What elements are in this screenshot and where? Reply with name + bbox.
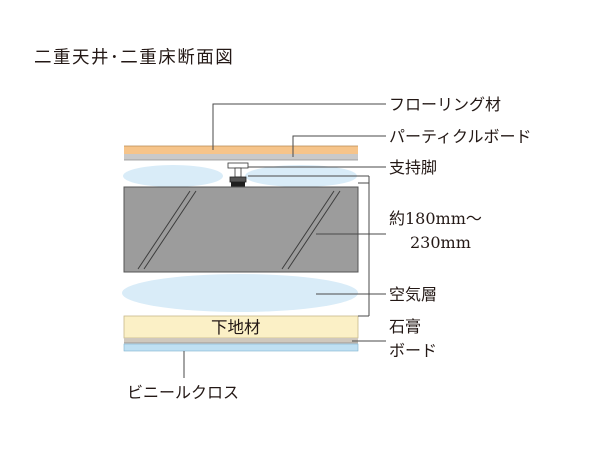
lower-air-ellipse <box>122 274 358 312</box>
page-title: 二重天井･二重床断面図 <box>34 48 235 68</box>
flooring-layer <box>124 146 358 154</box>
particle-board-layer <box>124 154 358 160</box>
vinyl-cloth-layer <box>123 343 359 352</box>
gypsum-label-line2: ボード <box>389 341 437 360</box>
leader-flooring <box>212 103 386 150</box>
support-leg <box>227 162 249 187</box>
flooring-label: フローリング材 <box>389 95 501 114</box>
support-leg-label: 支持脚 <box>389 158 437 177</box>
gypsum-label-line1: 石膏 <box>389 317 421 336</box>
vinyl-cloth-label: ビニールクロス <box>127 383 239 402</box>
thickness-label-line2: 230mm <box>410 233 471 252</box>
particle-board-label: パーティクルボード <box>389 127 532 146</box>
concrete-slab <box>123 186 359 273</box>
leader-particle-board <box>292 135 386 157</box>
gypsum-board-layer <box>124 338 358 343</box>
thickness-label-line1: 約180mm～ <box>389 209 482 228</box>
base-material-label: 下地材 <box>211 318 261 337</box>
slab-hatching <box>137 190 341 270</box>
leader-lines <box>183 103 386 378</box>
air-layer-label: 空気層 <box>389 285 437 304</box>
upper-air-ellipse-left <box>123 165 223 187</box>
